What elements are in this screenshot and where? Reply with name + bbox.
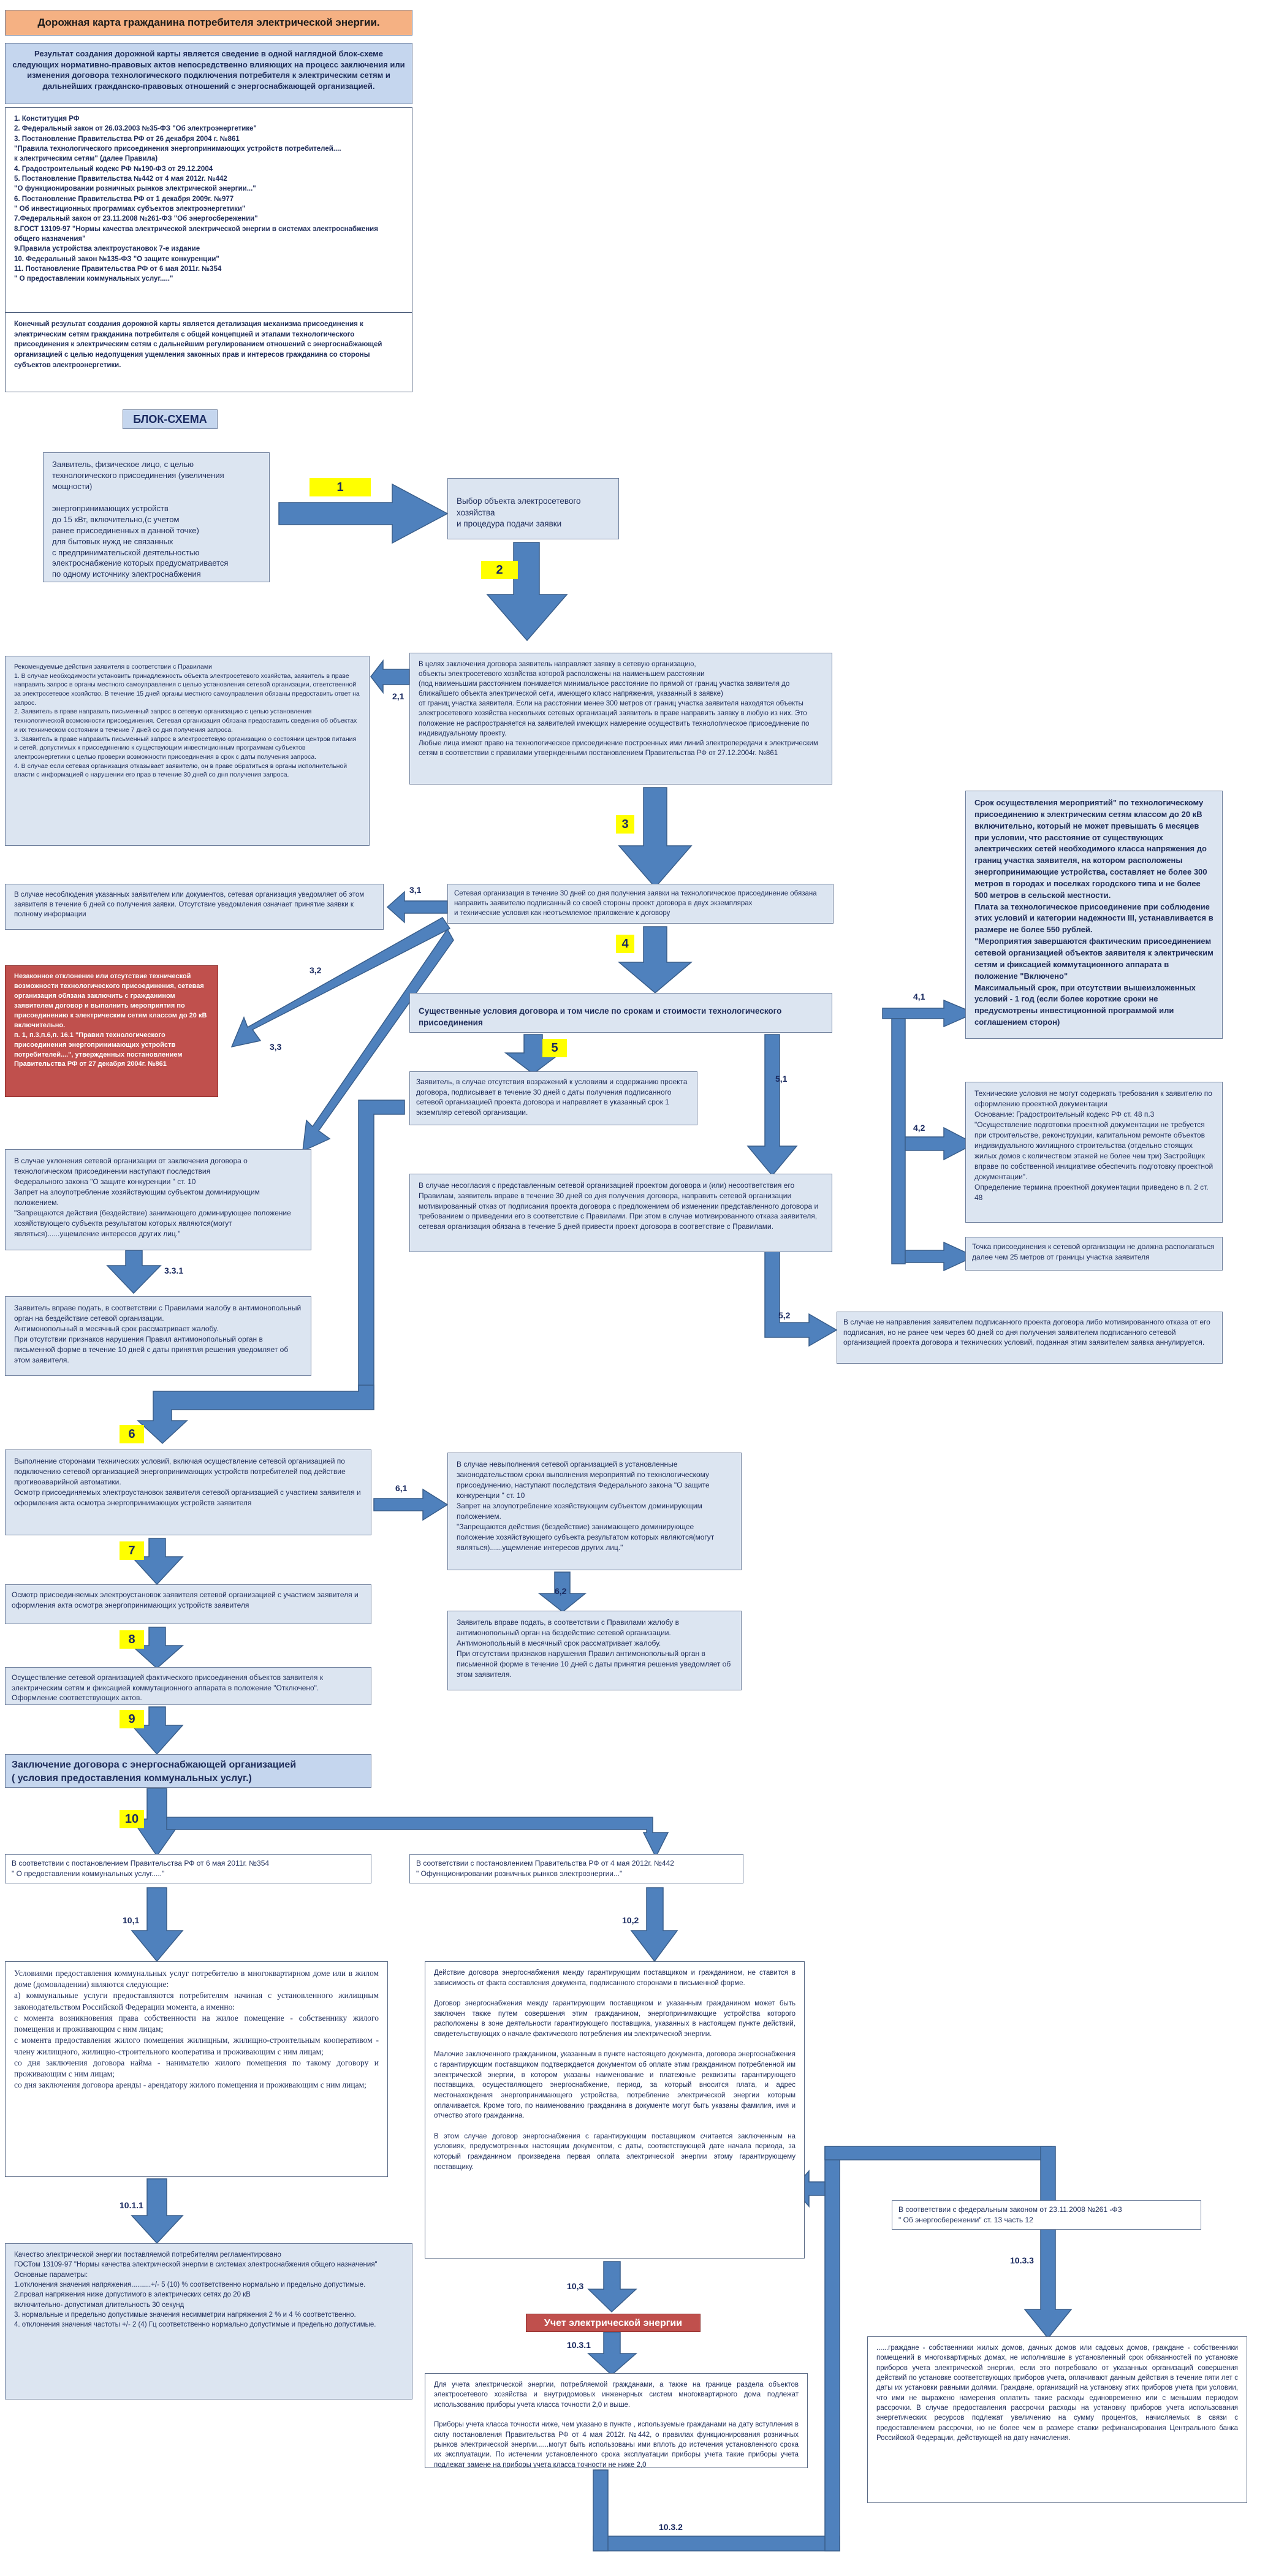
arrow-9 [131, 1706, 184, 1755]
unsigned-box: В случае не направления заявителем подпи… [837, 1312, 1223, 1364]
evasion-box: В случае уклонения сетевой организации о… [5, 1149, 311, 1250]
arrow-5 [504, 1034, 563, 1074]
essential-box: Существенные условия договора и том числ… [409, 993, 832, 1033]
edge-label-10-3-2: 10.3.2 [659, 2522, 683, 2532]
laws-list: 1. Конституция РФ 2. Федеральный закон о… [5, 107, 412, 313]
arrow-4-3 [905, 1241, 976, 1272]
inspection-box: Осмотр присоединяемых электроустановок з… [5, 1584, 371, 1624]
arrow-5-1 [746, 1034, 798, 1177]
metering-box: Для учета электрической энергии, потребл… [425, 2373, 808, 2468]
page-title: Дорожная карта гражданина потребителя эл… [5, 10, 412, 36]
step-label-10: 10 [120, 1810, 144, 1828]
arrow-2 [486, 542, 568, 642]
edge-label-10-1-1: 10.1.1 [120, 2200, 143, 2210]
edge-label-6-2: 6,2 [555, 1586, 567, 1596]
metering-title: Учет электрической энергии [526, 2314, 701, 2332]
step-label-5: 5 [542, 1039, 567, 1057]
arrow-4 [617, 926, 693, 994]
supply-action-box: Действие договора энергоснабжения между … [425, 1961, 805, 2259]
arrow-10 [131, 1788, 184, 1857]
applicant-sign-box: Заявитель, в случае отсутствия возражени… [409, 1071, 697, 1125]
arrow-6-2 [537, 1571, 587, 1613]
arrow-1 [278, 483, 449, 544]
edge-label-5-1: 5,1 [775, 1074, 788, 1084]
edge-label-5-2: 5,2 [778, 1310, 791, 1320]
communal-box: Условиями предоставления коммунальных ус… [5, 1961, 388, 2177]
edge-label-3-2: 3,2 [310, 965, 322, 975]
arrow-10-b [166, 1817, 669, 1858]
arrow-3-3-1 [106, 1250, 162, 1294]
arrow-10-1 [131, 1887, 184, 1962]
execution-box: Выполнение сторонами технических условий… [5, 1449, 371, 1535]
owners-box: ......граждане - собственники жилых домо… [867, 2336, 1247, 2503]
actual-box: Осуществление сетевой организацией факти… [5, 1667, 371, 1705]
arrow-7 [131, 1538, 184, 1586]
edge-label-3-1: 3,1 [409, 885, 422, 895]
edge-label-3-3-1: 3.3.1 [164, 1266, 184, 1275]
step-label-3: 3 [616, 815, 634, 834]
law261-box: В соответствии с федеральным законом от … [892, 2200, 1201, 2230]
step-label-2: 2 [481, 561, 518, 579]
intro-box: Результат создания дорожной карты являет… [5, 43, 412, 104]
arrow-2-1 [370, 659, 410, 694]
arrow-6-1 [373, 1488, 449, 1521]
rule354-box: В соответствии с постановлением Правител… [5, 1854, 371, 1883]
edge-label-10-2: 10,2 [622, 1915, 639, 1925]
edge-label-4-1: 4,1 [913, 992, 925, 1001]
arrow-10-1-1 [131, 2178, 184, 2244]
connection-point-box: Точка присоединения к сетевой организаци… [965, 1237, 1223, 1271]
complaint2-box: Заявитель вправе подать, в соответствии … [447, 1611, 742, 1690]
choose-box: Выбор объекта электросетевого хозяйства … [447, 478, 619, 539]
arrow-loop-right [824, 2146, 840, 2551]
request-box: В целях заключения договора заявитель на… [409, 653, 832, 785]
arrow-loop-top [824, 2146, 1052, 2160]
network30-box: Сетевая организация в течение 30 дней со… [447, 884, 834, 924]
rule442-box: В соответствии с постановлением Правител… [409, 1854, 743, 1883]
arrow-10-2 [630, 1887, 678, 1962]
arrow-4-2 [905, 1127, 976, 1161]
complaint1-box: Заявитель вправе подать, в соответствии … [5, 1296, 311, 1376]
arrow-3-3 [302, 928, 454, 1152]
edge-label-10-3: 10,3 [567, 2281, 584, 2291]
edge-label-10-3-3: 10.3.3 [1010, 2255, 1034, 2265]
edge-label-6-1: 6,1 [395, 1483, 408, 1493]
arrow-sign-left [358, 1100, 405, 1400]
step-label-9: 9 [120, 1710, 144, 1728]
step-label-7: 7 [120, 1541, 144, 1560]
applicant-box: Заявитель, физическое лицо, с целью техн… [43, 452, 270, 582]
arrow-4-trunk [891, 1018, 906, 1264]
refusal-box: Незаконное отклонение или отсутствие тех… [5, 965, 218, 1097]
arrow-3-1 [386, 891, 448, 924]
notify-box: В случае несоблюдения указанных заявител… [5, 884, 384, 930]
conclusion-box: Конечный результат создания дорожной кар… [5, 313, 412, 392]
disagree-box: В случае несогласия с представленным сет… [409, 1174, 832, 1252]
nonexecution-box: В случае невыполнения сетевой организаци… [447, 1453, 742, 1570]
arrow-10-3 [587, 2261, 637, 2313]
supply-contract-box: Заключение договора с энергоснабжающей о… [5, 1754, 371, 1788]
arrow-3-2 [230, 917, 451, 1048]
arrow-10-3-1 [587, 2331, 637, 2376]
recommended-box: Рекомендуемые действия заявителя в соотв… [5, 656, 370, 846]
edge-label-3-3: 3,3 [270, 1042, 282, 1052]
edge-label-4-2: 4,2 [913, 1123, 925, 1133]
step-label-4: 4 [616, 935, 634, 953]
deadline-box: Срок осуществления мероприятий" по техно… [965, 791, 1223, 1039]
edge-label-2-1: 2,1 [392, 691, 404, 701]
edge-label-10-1: 10,1 [123, 1915, 140, 1925]
step-label-8: 8 [120, 1630, 144, 1649]
step-label-6: 6 [120, 1425, 144, 1443]
arrow-loop-bottom [593, 2536, 840, 2551]
arrow-6 [137, 1385, 374, 1445]
arrow-loop-left [593, 2469, 609, 2551]
arrow-10-3-3 [1023, 2146, 1073, 2339]
arrow-8 [131, 1627, 184, 1670]
quality-box: Качество электрической энергии поставляе… [5, 2243, 412, 2399]
block-scheme-title: БЛОК-СХЕМА [123, 409, 218, 429]
arrow-5-2 [764, 1247, 838, 1347]
arrow-3 [618, 787, 693, 889]
edge-label-10-3-1: 10.3.1 [567, 2340, 591, 2350]
step-label-1: 1 [310, 478, 371, 496]
tech-conditions-box: Технические условия не могут содержать т… [965, 1082, 1223, 1223]
